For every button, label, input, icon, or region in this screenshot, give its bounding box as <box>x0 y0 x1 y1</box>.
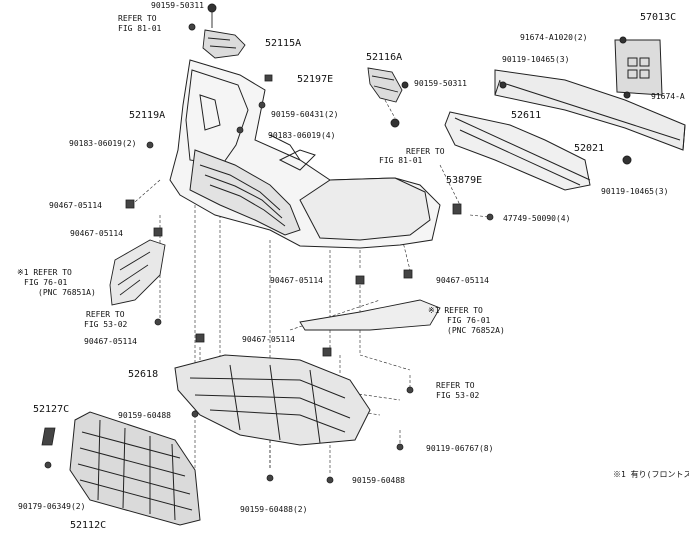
part-label-90159-60488-bot[interactable]: 90159-60488 <box>352 476 405 485</box>
part-label-91674-a1020[interactable]: 91674-A1020(2) <box>520 33 588 42</box>
part-label-52115a[interactable]: 52115A <box>265 38 302 49</box>
part-label-52112c[interactable]: 52112C <box>70 520 107 531</box>
engine-under-cover <box>174 354 371 446</box>
part-label-90159-60488-2[interactable]: 90159-60488(2) <box>240 505 308 514</box>
part-label-90467-05114-a[interactable]: 90467-05114 <box>49 201 102 210</box>
footnote: ※1 有り(フロントス <box>613 470 689 479</box>
part-label-90183-06019-4[interactable]: 90183-06019(4) <box>268 131 336 140</box>
refer-fig76-right-line3[interactable]: (PNC 76852A) <box>447 326 505 335</box>
part-label-90159-50311-mid[interactable]: 90159-50311 <box>414 79 467 88</box>
part-label-90159-60431[interactable]: 90159-60431(2) <box>271 110 339 119</box>
part-label-91674-a[interactable]: 91674-A <box>651 92 685 101</box>
part-label-52611[interactable]: 52611 <box>511 110 542 121</box>
bracket-52116a <box>367 67 409 128</box>
part-label-90179-06349[interactable]: 90179-06349(2) <box>18 502 86 511</box>
part-label-90159-60488-left[interactable]: 90159-60488 <box>118 411 171 420</box>
refer-fig76-right-line1[interactable]: ※1 REFER TO <box>428 306 483 315</box>
part-label-52116a[interactable]: 52116A <box>366 52 403 63</box>
bracket-52115a <box>188 3 246 59</box>
left-fog-cover <box>109 239 166 306</box>
energy-absorber <box>444 111 591 191</box>
refer-fig53-left-line1[interactable]: REFER TO <box>86 310 125 319</box>
refer-fig76-left-line3[interactable]: (PNC 76851A) <box>38 288 96 297</box>
part-label-90467-05114-f[interactable]: 90467-05114 <box>242 335 295 344</box>
refer-fig81-left-line1[interactable]: REFER TO <box>118 14 157 23</box>
part-label-52197e[interactable]: 52197E <box>297 74 334 85</box>
lower-grille <box>69 411 201 526</box>
right-fog-molding <box>299 299 441 331</box>
fastener-clips <box>41 74 494 484</box>
refer-fig76-left-line1[interactable]: ※1 REFER TO <box>17 268 72 277</box>
part-label-52127c[interactable]: 52127C <box>33 404 70 415</box>
refer-fig81-mid-line2[interactable]: FIG 81-01 <box>379 156 423 165</box>
refer-fig76-left-line2[interactable]: FIG 76-01 <box>24 278 68 287</box>
part-label-90119-10465-bot[interactable]: 90119-10465(3) <box>601 187 669 196</box>
refer-fig76-right-line2[interactable]: FIG 76-01 <box>447 316 491 325</box>
part-label-53879e[interactable]: 53879E <box>446 175 483 186</box>
part-label-90183-06019-2[interactable]: 90183-06019(2) <box>69 139 137 148</box>
refer-fig53-left-line2[interactable]: FIG 53-02 <box>84 320 128 329</box>
part-label-57013c[interactable]: 57013C <box>640 12 677 23</box>
part-label-90467-05114-b[interactable]: 90467-05114 <box>70 229 123 238</box>
part-label-47749-50090[interactable]: 47749-50090(4) <box>503 214 571 223</box>
part-label-90467-05114-c[interactable]: 90467-05114 <box>270 276 323 285</box>
part-label-52021[interactable]: 52021 <box>574 143 605 154</box>
part-label-90119-10465-top[interactable]: 90119-10465(3) <box>502 55 570 64</box>
part-label-52119a[interactable]: 52119A <box>129 110 166 121</box>
front-bumper-cover <box>169 59 441 249</box>
refer-fig81-mid-line1[interactable]: REFER TO <box>406 147 445 156</box>
part-label-90467-05114-d[interactable]: 90467-05114 <box>436 276 489 285</box>
refer-fig53-right-line2[interactable]: FIG 53-02 <box>436 391 480 400</box>
refer-fig81-left-line2[interactable]: FIG 81-01 <box>118 24 162 33</box>
part-label-90159-50311[interactable]: 90159-50311 <box>151 1 204 10</box>
bumper-reinforcement <box>494 36 686 165</box>
refer-fig53-right-line1[interactable]: REFER TO <box>436 381 475 390</box>
part-label-90467-05114-e[interactable]: 90467-05114 <box>84 337 137 346</box>
part-label-52618[interactable]: 52618 <box>128 369 159 380</box>
part-label-90119-06767[interactable]: 90119-06767(8) <box>426 444 494 453</box>
